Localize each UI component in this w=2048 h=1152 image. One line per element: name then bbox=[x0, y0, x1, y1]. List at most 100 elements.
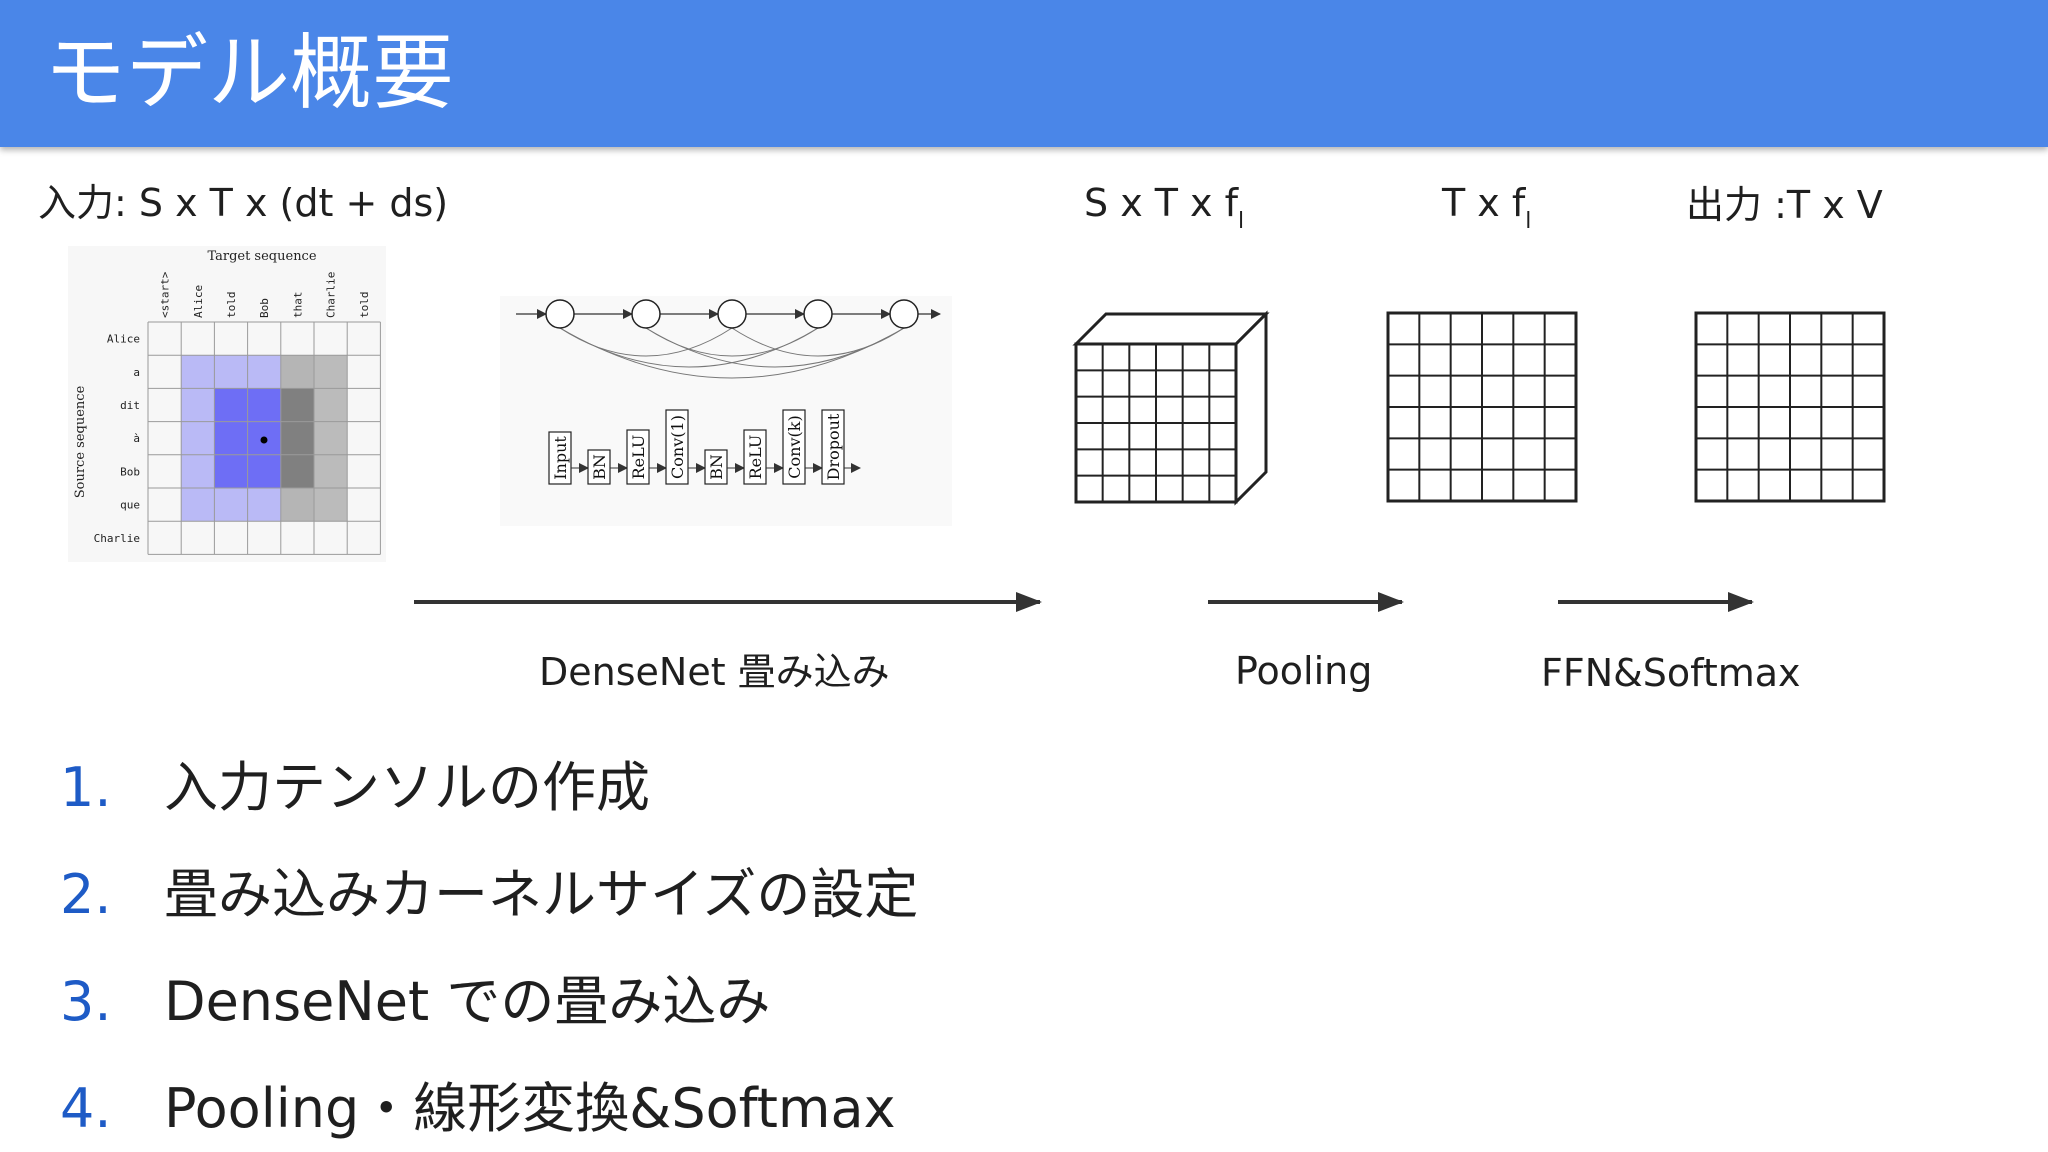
densenet-blocks: Input BN ReLU Conv(1) BN ReLU Conv(k) Dropout bbox=[548, 409, 861, 485]
densenet-block-label: Input bbox=[551, 436, 570, 480]
attention-cell bbox=[247, 454, 281, 488]
densenet-block-label: BN bbox=[590, 454, 609, 480]
densenet-block-label: ReLU bbox=[746, 435, 765, 480]
densenet-block bbox=[743, 429, 767, 485]
attention-cell bbox=[280, 355, 314, 389]
attention-grid bbox=[147, 321, 381, 555]
attention-cell bbox=[181, 454, 215, 488]
attention-cell bbox=[314, 454, 348, 488]
source-token-label: dit bbox=[120, 399, 140, 412]
densenet-chain bbox=[516, 299, 941, 379]
cube-side-face bbox=[1234, 310, 1268, 506]
densenet-block-label: BN bbox=[707, 454, 726, 480]
dense-connection bbox=[731, 327, 905, 357]
target-token-label: <start> bbox=[159, 271, 172, 318]
attention-cell bbox=[280, 388, 314, 422]
slide-title: モデル概要 bbox=[44, 26, 455, 121]
attention-focus-dot bbox=[260, 436, 268, 444]
step-number: 2. bbox=[60, 863, 112, 926]
attention-figure: Target sequence Source sequence <start> A… bbox=[68, 246, 386, 562]
attention-cell bbox=[181, 355, 215, 389]
conv-output-shape-sub: l bbox=[1238, 209, 1245, 234]
attention-cell bbox=[247, 355, 281, 389]
attention-cell bbox=[247, 388, 281, 422]
attention-cell bbox=[314, 388, 348, 422]
tensor-grid-t-v bbox=[1694, 311, 1886, 503]
input-shape: : S x T x (dt + ds) bbox=[114, 181, 449, 225]
attention-cell bbox=[314, 355, 348, 389]
layer-node bbox=[889, 299, 919, 329]
step-number: 3. bbox=[60, 970, 112, 1033]
attention-cell bbox=[214, 421, 248, 455]
attention-figure-title: Target sequence bbox=[207, 249, 316, 264]
step-text: DenseNet での畳み込み bbox=[164, 970, 771, 1033]
attention-cell bbox=[280, 421, 314, 455]
densenet-block bbox=[821, 409, 845, 485]
densenet-block bbox=[704, 449, 728, 485]
input-prefix: 入力 bbox=[38, 181, 115, 225]
output-shape: :T x V bbox=[1762, 183, 1883, 227]
attention-target-labels: <start> Alice told Bob that Charlie told bbox=[159, 271, 371, 318]
attention-cell bbox=[181, 388, 215, 422]
target-token-label: told bbox=[225, 292, 238, 319]
target-token-label: that bbox=[291, 292, 304, 319]
pooling-caption: Pooling bbox=[1235, 649, 1373, 693]
target-token-label: Bob bbox=[258, 298, 271, 318]
source-token-label: Bob bbox=[120, 465, 140, 478]
conv-output-shape-label: S x T x fl bbox=[1084, 180, 1244, 245]
layer-node bbox=[631, 299, 661, 329]
source-token-label: que bbox=[120, 499, 140, 512]
attention-cell bbox=[181, 421, 215, 455]
attention-cell bbox=[214, 388, 248, 422]
attention-figure-y-label: Source sequence bbox=[73, 385, 88, 498]
attention-cell bbox=[247, 488, 281, 522]
densenet-block bbox=[665, 409, 689, 485]
attention-cell bbox=[314, 421, 348, 455]
tensor-grid-t-f bbox=[1386, 311, 1578, 503]
step-text: Pooling・線形変換&Softmax bbox=[164, 1077, 896, 1140]
step-text: 畳み込みカーネルサイズの設定 bbox=[164, 863, 919, 926]
densenet-block-label: Conv(1) bbox=[668, 415, 687, 479]
densenet-block-label: Conv(k) bbox=[785, 415, 804, 478]
layer-node bbox=[545, 299, 575, 329]
densenet-caption: DenseNet 畳み込み bbox=[539, 650, 890, 694]
layer-node bbox=[717, 299, 747, 329]
densenet-block-label: ReLU bbox=[629, 435, 648, 480]
pool-output-shape: T x f bbox=[1442, 181, 1526, 225]
attention-cells bbox=[181, 355, 348, 522]
pool-output-shape-label: T x fl bbox=[1442, 180, 1531, 245]
densenet-block-label: Dropout bbox=[824, 413, 843, 480]
source-token-label: a bbox=[133, 366, 140, 379]
attention-cell bbox=[181, 488, 215, 522]
attention-cell bbox=[214, 454, 248, 488]
attention-cell bbox=[280, 454, 314, 488]
attention-cell bbox=[214, 488, 248, 522]
step-number: 4. bbox=[60, 1077, 112, 1140]
tensor-cube-s-t-f bbox=[1072, 310, 1270, 506]
output-shape-label: 出力 :T x V bbox=[1686, 182, 1883, 228]
cube-top-face bbox=[1072, 312, 1270, 346]
attention-cell bbox=[280, 488, 314, 522]
target-token-label: told bbox=[358, 292, 371, 319]
step-text: 入力テンソルの作成 bbox=[164, 756, 650, 819]
target-token-label: Charlie bbox=[325, 272, 338, 318]
target-token-label: Alice bbox=[192, 285, 205, 318]
densenet-figure: Input BN ReLU Conv(1) BN ReLU Conv(k) Dropout bbox=[500, 296, 952, 526]
densenet-figure-background bbox=[500, 296, 952, 526]
densenet-block bbox=[548, 431, 572, 485]
output-prefix: 出力 bbox=[1686, 183, 1763, 227]
densenet-block bbox=[626, 429, 650, 485]
densenet-block bbox=[782, 409, 806, 485]
source-token-label: à bbox=[133, 432, 140, 445]
step-number: 1. bbox=[60, 756, 112, 819]
source-token-label: Alice bbox=[107, 333, 140, 346]
pool-output-shape-sub: l bbox=[1525, 209, 1532, 234]
conv-output-shape: S x T x f bbox=[1084, 181, 1239, 225]
title-bar: モデル概要 bbox=[0, 0, 2048, 147]
layer-node bbox=[803, 299, 833, 329]
ffn-softmax-caption: FFN&Softmax bbox=[1541, 651, 1801, 695]
source-token-label: Charlie bbox=[94, 532, 140, 545]
attention-cell bbox=[314, 488, 348, 522]
